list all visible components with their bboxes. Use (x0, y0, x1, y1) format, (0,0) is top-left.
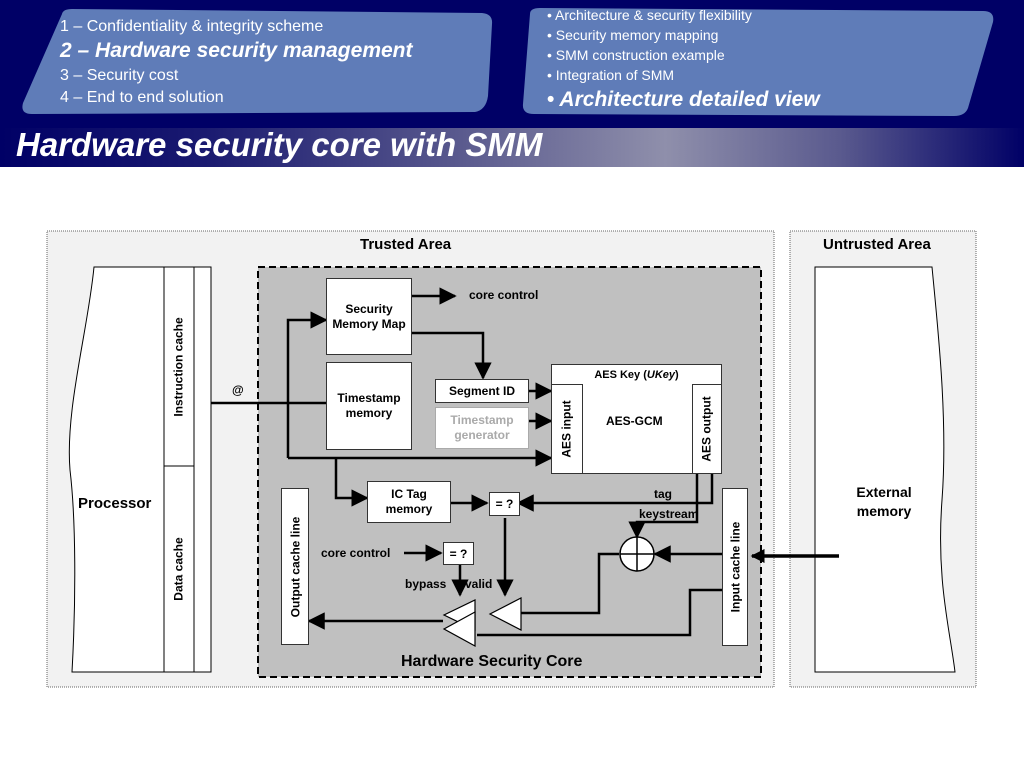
nav-right: • Architecture & security flexibility • … (547, 5, 820, 115)
aes-input-block: AES input (551, 384, 583, 474)
data-cache-label: Data cache (172, 537, 186, 601)
external-memory-block (814, 266, 956, 673)
aes-gcm-label: AES-GCM (606, 414, 663, 428)
nav-item-confidentiality[interactable]: 1 – Confidentiality & integrity scheme (60, 18, 324, 35)
xor-to-mux (494, 552, 619, 615)
nav-sub-memory-mapping[interactable]: • Security memory mapping (547, 27, 719, 43)
nav-sub-smm-construction[interactable]: • SMM construction example (547, 47, 725, 63)
title-bar (0, 128, 1024, 167)
nav-sub-active-label: Architecture detailed view (559, 88, 820, 111)
page-title: Hardware security core with SMM (16, 126, 543, 163)
tag-to-compare (516, 474, 714, 512)
mux-triangles (442, 597, 522, 648)
nav-panel-left (22, 9, 493, 114)
trusted-area-label: Trusted Area (360, 236, 452, 253)
ic-tag-memory-box: IC Tag memory (367, 481, 451, 523)
aes-key-prefix: AES Key ( (594, 369, 647, 381)
nav-sub-active-bullet: • (547, 88, 555, 111)
timestamp-generator-box: Timestamp generator (435, 407, 529, 449)
aes-output-block: AES output (692, 384, 722, 474)
nav-item-hardware-security-active[interactable]: 2 – Hardware security management (60, 39, 413, 62)
cache-edge-block (193, 266, 212, 673)
untrusted-area-label: Untrusted Area (823, 236, 931, 253)
core-control-top-label: core control (469, 288, 539, 302)
nav-sub-architecture-flexibility[interactable]: • Architecture & security flexibility (547, 7, 752, 23)
timestamp-memory-box: Timestamp memory (326, 362, 412, 450)
link-to-smm (286, 311, 328, 458)
input-line-bypass (477, 588, 722, 637)
link-to-ictag (334, 458, 369, 507)
segment-id-box: Segment ID (435, 379, 529, 403)
aes-key-name: UKey (646, 369, 676, 381)
processor-label: Processor (78, 495, 152, 512)
core-control-bottom-label: core control (321, 546, 391, 560)
xor-node (619, 536, 655, 572)
nav-left: 1 – Confidentiality & integrity scheme 2… (60, 17, 413, 109)
external-memory-label: External memory (856, 484, 912, 519)
nav-item-end-to-end[interactable]: 4 – End to end solution (60, 89, 224, 106)
keystream-label: keystream (639, 507, 699, 521)
nav-sub-integration[interactable]: • Integration of SMM (547, 67, 675, 83)
processor-block (68, 266, 165, 673)
valid-label: valid (465, 577, 493, 591)
nav-panel-right (522, 8, 994, 116)
nav-sub-architecture-detailed-active[interactable]: • Architecture detailed view (547, 85, 820, 115)
bypass-label: bypass (405, 577, 447, 591)
address-label: @ (232, 383, 244, 397)
keystream-to-xor (628, 474, 699, 539)
tag-compare-box: = ? (489, 492, 520, 516)
input-cache-line-block: Input cache line (722, 488, 748, 646)
nav-item-security-cost[interactable]: 3 – Security cost (60, 67, 179, 84)
smm-to-segment-id (412, 331, 492, 380)
valid-compare-box: = ? (443, 542, 474, 565)
tag-label: tag (654, 487, 672, 501)
instruction-cache-label: Instruction cache (172, 316, 187, 417)
hardware-security-core-label: Hardware Security Core (401, 653, 583, 670)
data-cache-block (163, 465, 195, 673)
security-memory-map-box: Security Memory Map (326, 278, 412, 355)
aes-key-suffix: ) (675, 369, 679, 381)
nav-panels (22, 8, 994, 116)
output-cache-line-block: Output cache line (281, 488, 309, 645)
